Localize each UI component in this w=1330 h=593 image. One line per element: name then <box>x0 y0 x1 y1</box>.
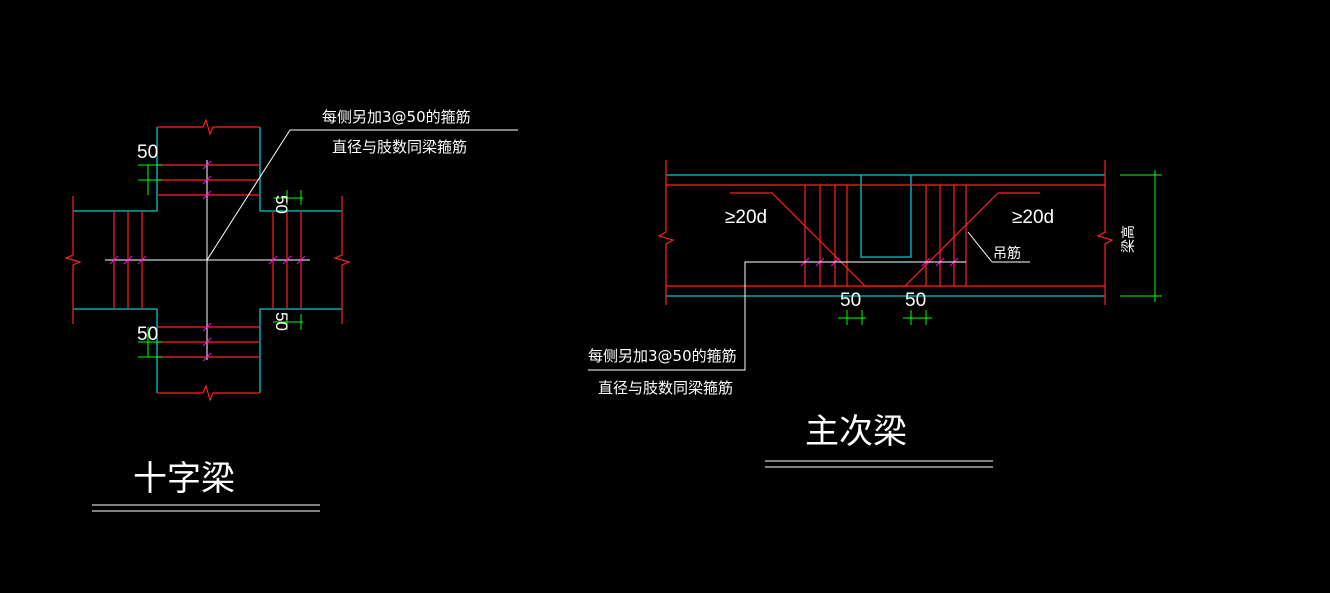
cross-beam-dim-bottom-right: 50 <box>272 312 291 331</box>
cross-beam-dim-top-right: 50 <box>272 195 291 214</box>
main-beam-rebar <box>657 160 1114 305</box>
cross-beam-dimensions <box>138 164 303 358</box>
main-beam-note-line1: 每侧另加3@50的箍筋 <box>588 347 737 365</box>
main-beam-leader-line <box>588 261 966 371</box>
cross-beam-dim-bottom-left: 50 <box>137 324 158 345</box>
main-beam-dim-left: 50 <box>840 290 861 311</box>
cross-beam-outline <box>73 127 158 212</box>
main-beam-outline <box>666 174 1105 297</box>
main-beam-label-left: ≥20d <box>725 207 767 228</box>
cross-beam-note-line2: 直径与肢数同梁箍筋 <box>332 138 467 156</box>
cross-beam-note-line1: 每侧另加3@50的箍筋 <box>322 108 471 126</box>
beam-height-label: 梁高 <box>1120 225 1137 253</box>
cross-beam-outline <box>259 127 342 212</box>
main-beam-dim-right: 50 <box>905 290 926 311</box>
cross-beam-detail: 50 50 50 50 每侧另加3@50的箍筋 直径与肢数同梁箍筋 十字梁 <box>64 108 518 512</box>
cross-beam-dim-top-left: 50 <box>137 142 158 163</box>
cross-beam-stirrup-marks <box>109 160 306 362</box>
cross-beam-break-lines <box>64 118 351 402</box>
cross-beam-leader-line <box>206 129 518 261</box>
main-secondary-beam-detail: ≥20d ≥20d 吊筋 梁高 50 50 每侧另加3@50的箍筋 直径与肢数同… <box>588 160 1162 468</box>
hanger-leader-line <box>967 231 993 263</box>
main-beam-dimensions <box>838 170 1162 325</box>
cross-beam-title: 十字梁 <box>133 459 235 499</box>
main-secondary-beam-title: 主次梁 <box>805 412 907 452</box>
hanger-bar-label: 吊筋 <box>993 245 1021 262</box>
cross-beam-outline <box>259 308 342 393</box>
cross-beam-outline <box>73 308 158 393</box>
main-beam-label-right: ≥20d <box>1012 207 1054 228</box>
main-beam-note-line2: 直径与肢数同梁箍筋 <box>598 379 733 397</box>
